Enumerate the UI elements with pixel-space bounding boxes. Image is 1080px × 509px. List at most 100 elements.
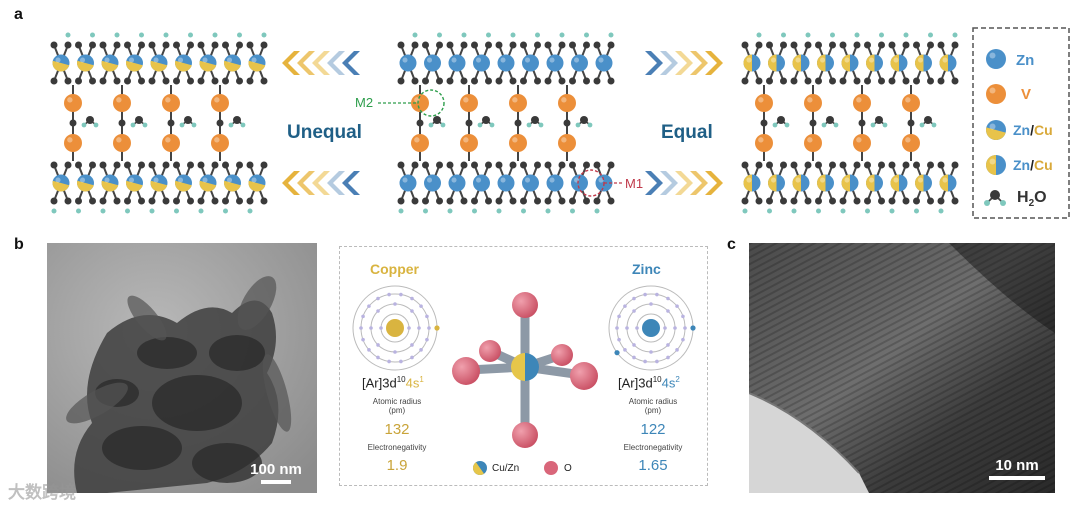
oxygen xyxy=(878,41,885,49)
oxygen xyxy=(514,119,522,127)
oxygen xyxy=(99,161,107,169)
oxygen xyxy=(485,77,492,85)
oxygen xyxy=(815,161,822,169)
oxygen xyxy=(951,41,959,49)
electron xyxy=(369,326,373,330)
chevron-arrow xyxy=(282,171,300,195)
electron xyxy=(683,326,687,330)
oxygen xyxy=(246,41,254,49)
key-zncu-1-zn: Zn xyxy=(1013,122,1031,138)
transformation-arrows xyxy=(282,51,723,195)
key-zncu-2-zn: Zn xyxy=(1013,157,1031,173)
key-zncu-1-cu: Cu xyxy=(1034,122,1053,138)
oxygen xyxy=(411,197,419,205)
oxygen xyxy=(162,161,170,169)
cuzn-o6-octahedron xyxy=(452,292,598,448)
hydrogen xyxy=(791,208,797,214)
copper-radius-value: 132 xyxy=(384,421,410,438)
water-molecule xyxy=(477,116,495,128)
oxygen xyxy=(411,77,419,85)
oxygen xyxy=(124,41,131,49)
oxygen xyxy=(520,77,527,85)
oxygen xyxy=(569,41,576,49)
electron xyxy=(359,326,363,330)
oxygen xyxy=(766,197,773,205)
oxygen xyxy=(446,77,454,85)
electron xyxy=(681,314,685,319)
atom-v xyxy=(113,134,131,152)
oxygen xyxy=(436,77,443,85)
oxygen xyxy=(780,77,787,85)
atom-zncu-equal xyxy=(866,54,883,72)
chevron-arrow xyxy=(705,171,723,195)
oxygen xyxy=(50,197,58,205)
oxygen xyxy=(902,161,910,169)
oxygen xyxy=(741,197,749,205)
hydrogen xyxy=(261,32,267,38)
atom-zn xyxy=(473,54,490,72)
electron xyxy=(376,309,380,313)
atom-v xyxy=(558,94,576,112)
oxygen xyxy=(520,41,527,49)
oxygen xyxy=(927,197,934,205)
oxygen xyxy=(804,41,812,49)
copper-en-label: Electronegativity xyxy=(367,443,427,452)
oxygen xyxy=(260,197,268,205)
m1-label: M1 xyxy=(625,176,644,191)
oxygen xyxy=(211,41,219,49)
m2-label: M2 xyxy=(355,95,374,110)
electron xyxy=(399,292,403,297)
atom-zncu-equal xyxy=(939,174,957,192)
atom-v xyxy=(211,94,229,112)
oxygen xyxy=(829,41,836,49)
electron xyxy=(361,314,365,319)
atom-v xyxy=(902,94,920,112)
electron xyxy=(632,343,636,347)
oxygen xyxy=(397,161,405,169)
oxygen xyxy=(583,161,590,169)
zinc-radius-label-1: Atomic radius xyxy=(628,397,678,406)
electron xyxy=(632,355,636,360)
oxygen xyxy=(593,77,601,85)
oxygen xyxy=(913,161,920,169)
hydrogen xyxy=(472,208,477,214)
oxygen xyxy=(741,41,749,49)
atom-zncu-unequal xyxy=(77,54,94,72)
key-zncu-label-2: Zn/Cu xyxy=(1013,157,1053,173)
water-molecule xyxy=(428,116,446,128)
atom-zncu-unequal xyxy=(199,54,217,72)
oxygen xyxy=(544,77,552,85)
hydrogen xyxy=(521,208,526,214)
oxygen xyxy=(755,77,763,85)
hydrogen xyxy=(149,208,155,214)
atom-v xyxy=(986,84,1006,104)
hydrogen xyxy=(767,208,772,214)
electron xyxy=(417,326,421,330)
element-comparison-card: Copper [Ar]3d104s1 Atomic radius(pm) 132… xyxy=(339,246,708,486)
copper-config-sup1: 10 xyxy=(396,375,406,384)
oxygen xyxy=(64,41,72,49)
electron xyxy=(614,350,620,356)
oxygen xyxy=(815,77,822,85)
oxygen xyxy=(907,119,915,127)
hydrogen xyxy=(398,208,404,214)
electron xyxy=(393,302,397,306)
oxygen xyxy=(913,77,920,85)
atom-zncu-equal xyxy=(890,174,908,192)
oxygen xyxy=(804,197,812,205)
copper-config-sup2: 1 xyxy=(419,375,424,384)
electron xyxy=(666,343,670,347)
water-molecule xyxy=(526,116,544,128)
electron xyxy=(666,309,670,313)
hydrogen xyxy=(545,208,551,214)
oxygen xyxy=(236,161,243,169)
chevron-arrow xyxy=(675,171,693,195)
electron xyxy=(425,337,429,342)
hydrogen xyxy=(914,208,919,214)
atom-zncu-unequal xyxy=(52,54,70,72)
atom-zncu-equal xyxy=(841,54,859,72)
hydrogen xyxy=(174,208,179,214)
oxygen xyxy=(766,41,773,49)
oxygen xyxy=(951,197,959,205)
oxygen xyxy=(446,197,454,205)
